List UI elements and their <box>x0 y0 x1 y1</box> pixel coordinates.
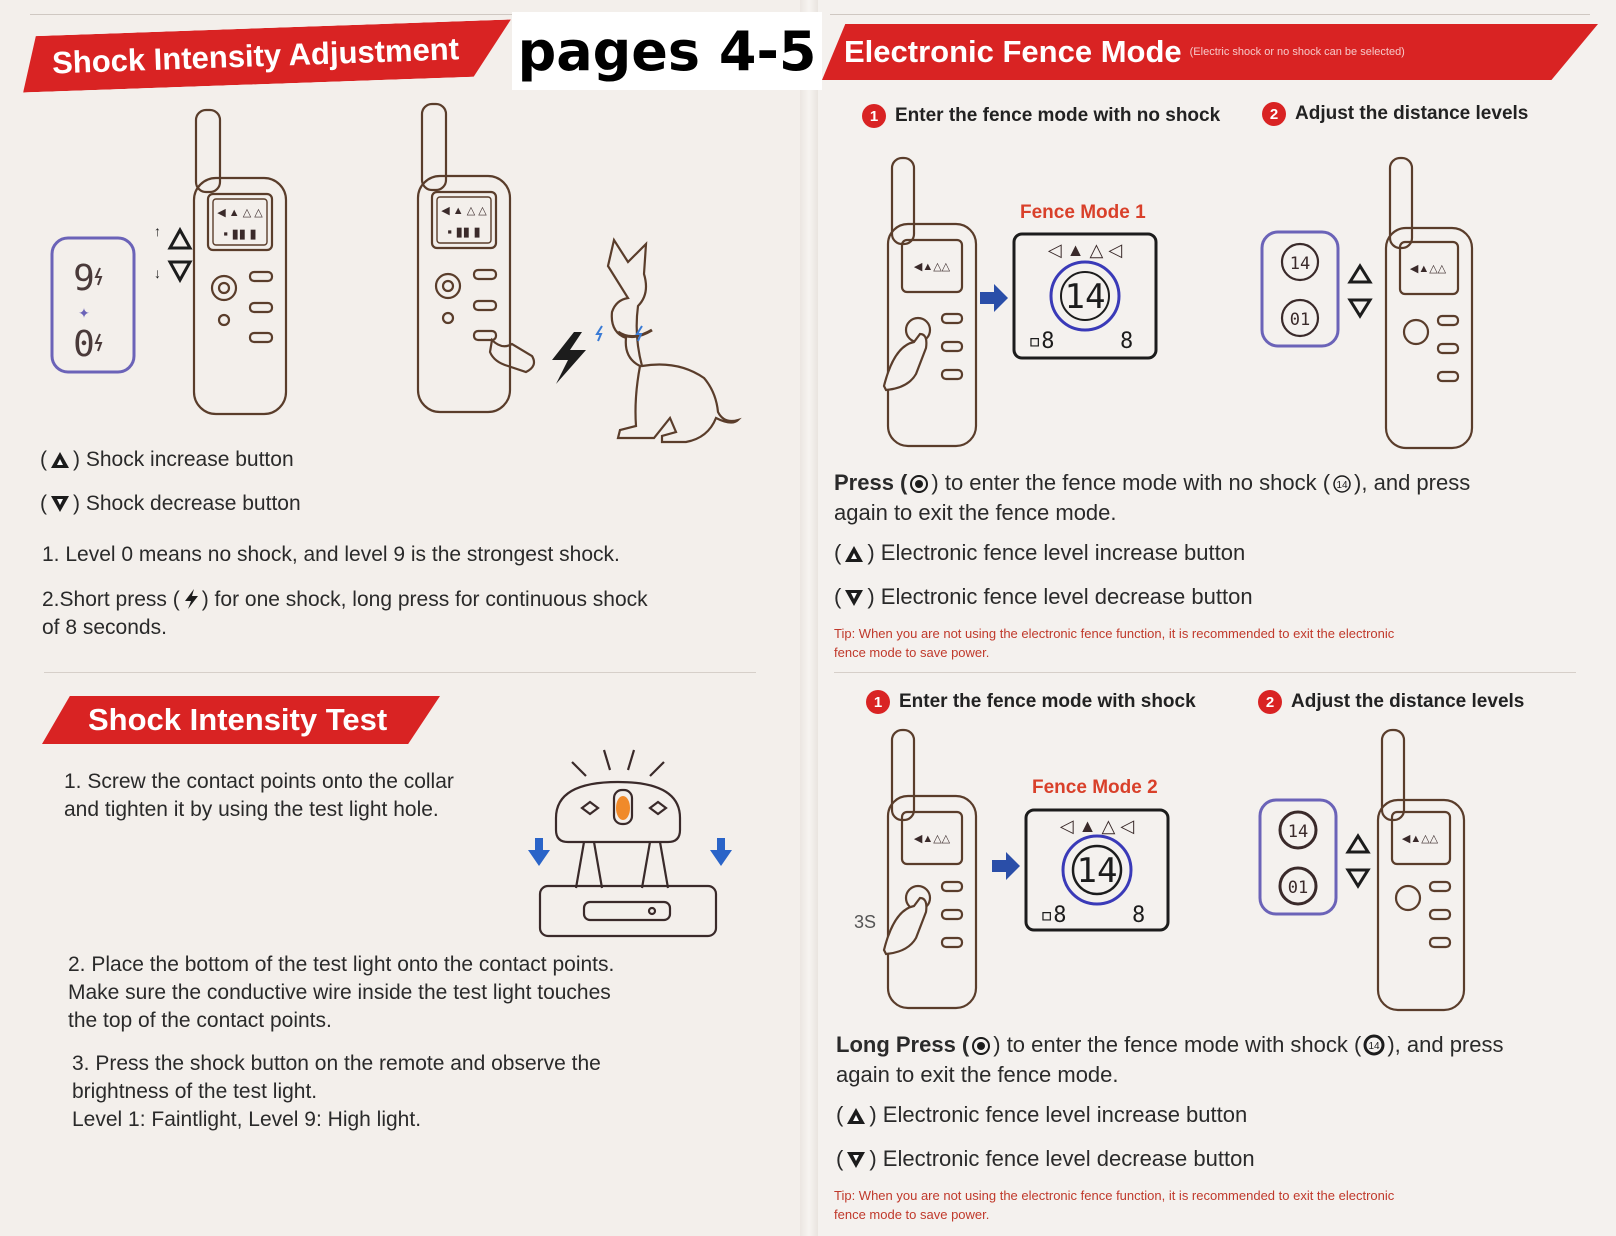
triangle-up-icon <box>847 1108 866 1124</box>
level-top-digit: 9 <box>73 258 95 299</box>
svg-text:↑: ↑ <box>154 223 161 239</box>
page-fold <box>800 0 818 1236</box>
svg-text:◀ ▲ △ △: ◀ ▲ △ △ <box>217 207 263 219</box>
fence2-increase-row: () Electronic fence level increase butto… <box>836 1102 1248 1127</box>
section-divider <box>44 672 756 673</box>
shock-note-2: 2.Short press () for one shock, long pre… <box>42 588 648 639</box>
left-page <box>0 0 808 1236</box>
fence-mode-2-label: Fence Mode 2 <box>1032 777 1158 798</box>
test-step-3: 3. Press the shock button on the remote … <box>72 1052 601 1131</box>
fence1-tip: Tip: When you are not using the electron… <box>834 626 1395 660</box>
test-step-2: 2. Place the bottom of the test light on… <box>68 953 615 1032</box>
fence-mode-icon: 14 <box>1363 1034 1385 1056</box>
top-rule-right <box>830 14 1590 15</box>
fence-mode-1-label: Fence Mode 1 <box>1020 202 1146 223</box>
fence-button-icon <box>972 1037 991 1055</box>
shock-bolt-icon <box>552 332 586 384</box>
triangle-up-icon <box>51 452 69 468</box>
shock-increase-row: () Shock increase button <box>40 448 294 471</box>
svg-text:▪ ▮▮ ▮: ▪ ▮▮ ▮ <box>223 226 256 241</box>
svg-text:↓: ↓ <box>154 265 161 281</box>
triangle-up-icon <box>167 226 193 250</box>
triangle-up-icon <box>845 546 864 562</box>
shock-increase-label: Shock increase button <box>85 448 294 471</box>
fence2-tip: Tip: When you are not using the electron… <box>834 1188 1395 1222</box>
lightning-icon <box>94 267 103 286</box>
fence-mode-banner: Electronic Fence Mode (Electric shock or… <box>822 24 1598 80</box>
shock-adjustment-illustration: 9 0 ✦ ↑ ↓ ◀ ▲ △ △ ▪ ▮▮ ▮ ◀ ▲ △ △ ▪ ▮▮ ▮ <box>50 102 742 444</box>
triangle-down-icon <box>167 260 193 284</box>
level-bottom-digit: 0 <box>73 324 95 365</box>
fence-mode-subtitle: (Electric shock or no shock can be selec… <box>1189 46 1405 58</box>
svg-text:▪ ▮▮ ▮: ▪ ▮▮ ▮ <box>447 224 480 239</box>
svg-text:14: 14 <box>1369 1041 1381 1052</box>
shock-note-1: 1. Level 0 means no shock, and level 9 i… <box>42 543 620 566</box>
right-page <box>808 0 1616 1236</box>
shock-decrease-row: () Shock decrease button <box>40 492 301 515</box>
svg-text:14: 14 <box>1336 480 1348 491</box>
test-step-1: 1. Screw the contact points onto the col… <box>64 770 454 821</box>
fence2-instruction: Long Press () to enter the fence mode wi… <box>836 1032 1504 1087</box>
fence1-decrease-row: () Electronic fence level decrease butto… <box>834 584 1253 609</box>
shock-test-title: Shock Intensity Test <box>88 702 388 737</box>
svg-text:✦: ✦ <box>78 305 90 321</box>
triangle-down-icon <box>845 590 864 606</box>
fence-mode-title: Electronic Fence Mode <box>844 34 1182 69</box>
shock-decrease-label: Shock decrease button <box>85 492 301 515</box>
triangle-down-icon <box>847 1152 866 1168</box>
svg-text:◀ ▲ △ △: ◀ ▲ △ △ <box>441 205 487 217</box>
fence-button-icon <box>910 475 929 493</box>
lightning-icon <box>94 333 103 352</box>
shock-test-banner: Shock Intensity Test <box>42 696 440 744</box>
fence2-decrease-row: () Electronic fence level decrease butto… <box>836 1146 1255 1171</box>
pages-label: pages 4-5 <box>512 12 822 90</box>
top-rule-left <box>30 14 790 15</box>
lightning-icon <box>184 589 198 609</box>
fence-divider <box>834 672 1576 673</box>
fence1-instruction: Press () to enter the fence mode with no… <box>834 470 1471 525</box>
fence-mode-icon: 14 <box>1333 475 1351 493</box>
triangle-down-icon <box>51 496 69 512</box>
fence1-increase-row: () Electronic fence level increase butto… <box>834 540 1246 565</box>
